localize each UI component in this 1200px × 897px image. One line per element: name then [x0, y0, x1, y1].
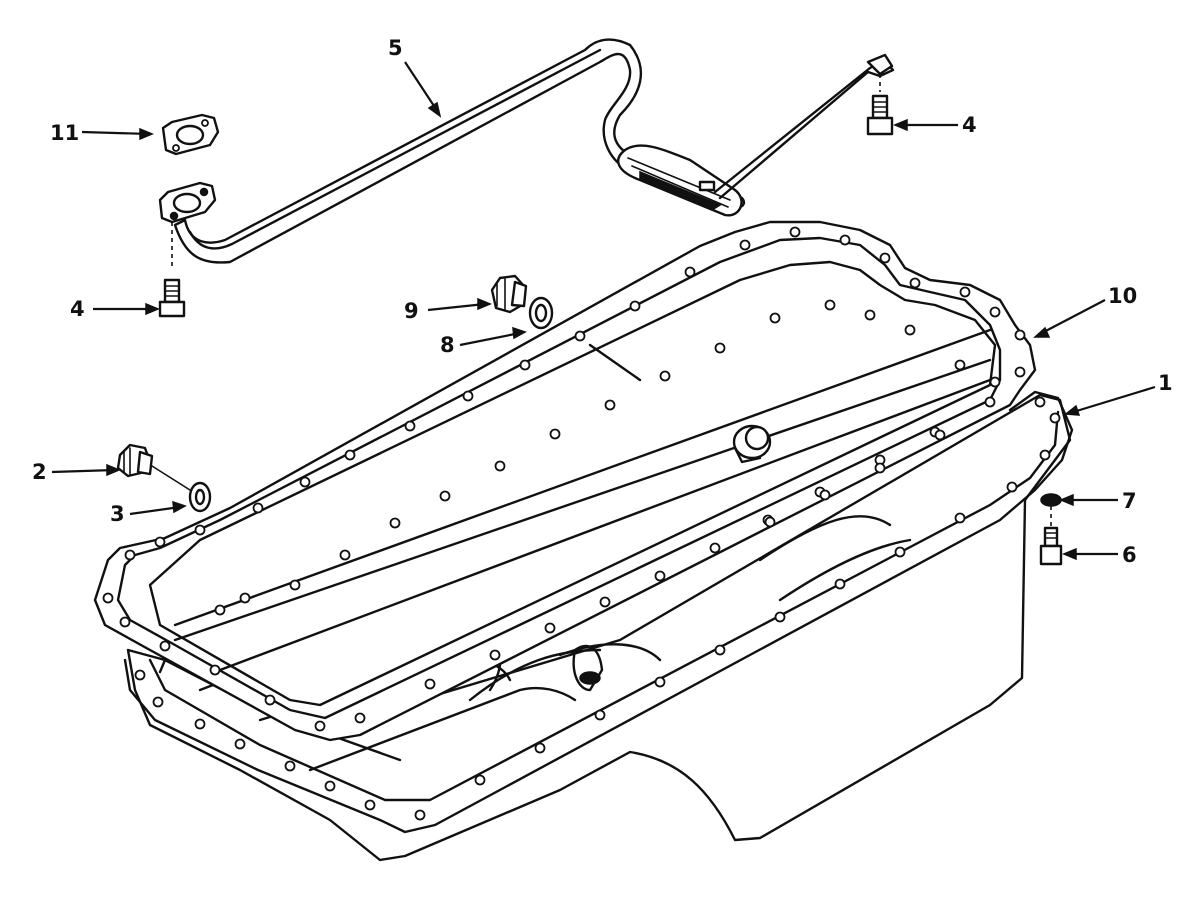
- pan-flange-washer: [1040, 493, 1062, 526]
- drain-plug-axis: [151, 465, 191, 491]
- pan-flange-bolt: [1039, 526, 1063, 566]
- callout-5: 5: [388, 36, 403, 60]
- callout-2: 2: [32, 460, 47, 484]
- oil-pan-flange-holes: [134, 396, 1061, 821]
- callout-10: 10: [1108, 284, 1137, 308]
- pan-plug: [490, 274, 528, 314]
- drain-plug: [116, 443, 154, 478]
- callout-6: 6: [1122, 543, 1137, 567]
- callout-7: 7: [1122, 489, 1137, 513]
- callout-11: 11: [50, 121, 79, 145]
- pickup-tube-flange-bolt: [158, 222, 186, 318]
- pan-plug-washer: [528, 296, 554, 330]
- callout-1: 1: [1158, 371, 1173, 395]
- pan-port-fitting: [732, 424, 772, 464]
- oil-pickup-tube: [158, 38, 895, 264]
- bracket-bolt: [866, 74, 894, 136]
- drain-plug-washer: [188, 481, 212, 513]
- callout-leaders: [51, 61, 1156, 561]
- callout-4-bracket-bolt: 4: [962, 113, 977, 137]
- callout-9: 9: [404, 299, 419, 323]
- gasket-holes: [102, 226, 1026, 732]
- callout-8: 8: [440, 333, 455, 357]
- callout-3: 3: [110, 502, 125, 526]
- callout-4-flange-bolt: 4: [70, 297, 85, 321]
- pickup-tube-flange-gasket: [161, 113, 220, 156]
- oil-pan-gasket: [93, 220, 1037, 742]
